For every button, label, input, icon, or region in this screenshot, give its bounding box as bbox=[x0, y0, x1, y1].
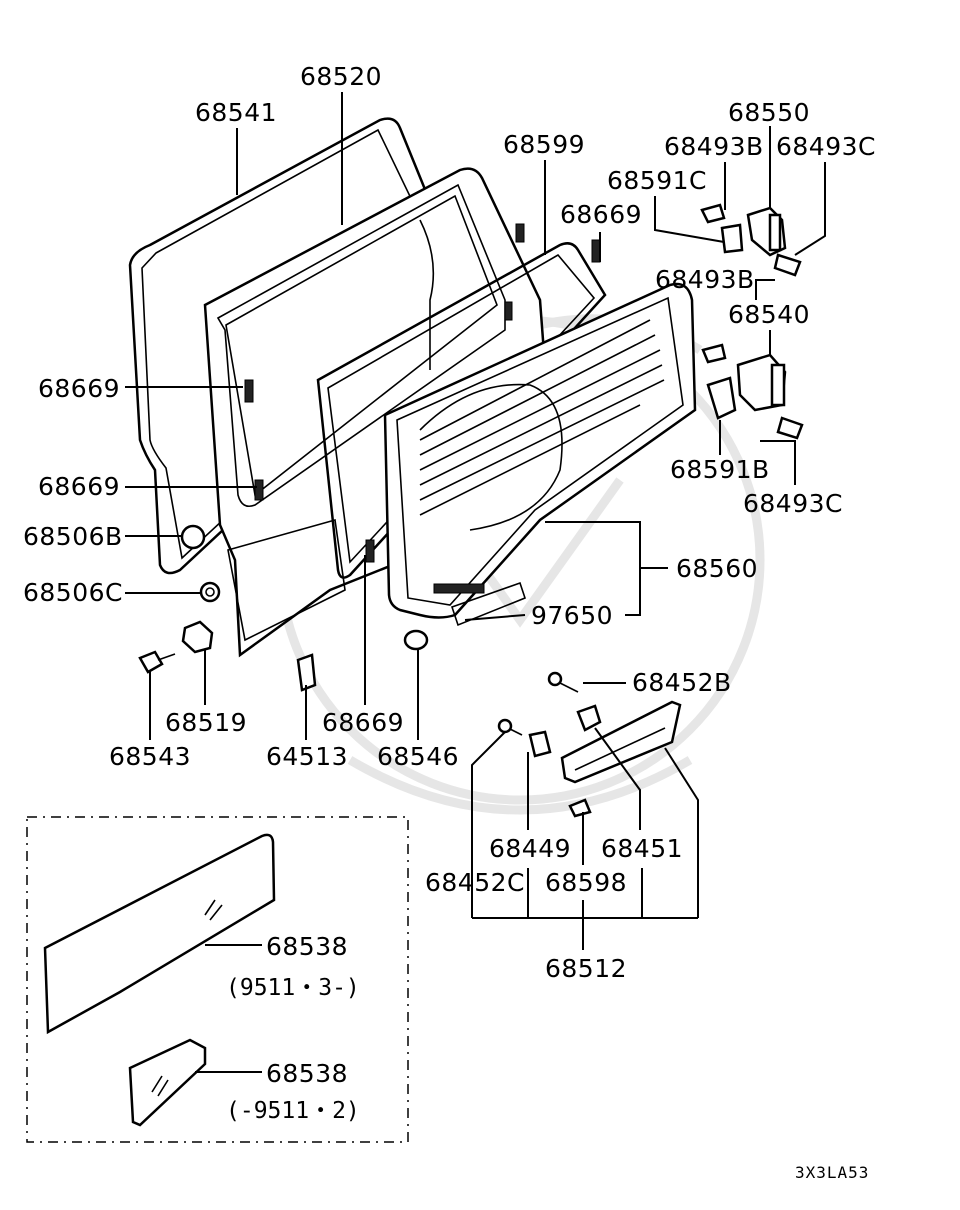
hinge-68550 bbox=[700, 203, 802, 277]
label-68538-a: 68538 bbox=[266, 932, 348, 961]
label-68550: 68550 bbox=[728, 98, 810, 127]
rear-glass-68560 bbox=[383, 282, 697, 619]
clip-68449 bbox=[528, 730, 552, 758]
label-68506C: 68506C bbox=[23, 578, 123, 607]
garnish-68512 bbox=[560, 700, 682, 784]
label-68451: 68451 bbox=[601, 834, 683, 863]
label-68538-a-note: (9511・3-) bbox=[226, 975, 360, 1001]
screw-68452C bbox=[497, 718, 523, 736]
panel-68538-small bbox=[128, 1038, 207, 1127]
label-68519: 68519 bbox=[165, 708, 247, 737]
striker-64513 bbox=[296, 653, 317, 692]
label-68493C-top: 68493C bbox=[776, 132, 876, 161]
label-68591B: 68591B bbox=[670, 455, 770, 484]
callout-labels: 68541 68520 68599 68550 68493B 68493C 68… bbox=[23, 62, 876, 1182]
grommet-68451 bbox=[576, 704, 602, 732]
label-97650: 97650 bbox=[531, 601, 613, 630]
label-68493C-bot: 68493C bbox=[743, 489, 843, 518]
bolt-68543 bbox=[138, 650, 176, 674]
label-68512: 68512 bbox=[545, 954, 627, 983]
label-68560: 68560 bbox=[676, 554, 758, 583]
label-68493B-top: 68493B bbox=[664, 132, 764, 161]
label-68538-b: 68538 bbox=[266, 1059, 348, 1088]
label-68669-left1: 68669 bbox=[38, 374, 120, 403]
hinge-68540 bbox=[701, 343, 804, 440]
panel-68538-large bbox=[43, 833, 276, 1035]
bumper-68506C bbox=[199, 581, 221, 603]
screw-68452B bbox=[547, 671, 579, 693]
label-68538-b-note: (-9511・2) bbox=[226, 1098, 360, 1124]
label-64513: 64513 bbox=[266, 742, 348, 771]
label-68541: 68541 bbox=[195, 98, 277, 127]
defroster-lines bbox=[419, 319, 665, 516]
label-68452C: 68452C bbox=[425, 868, 525, 897]
label-68452B: 68452B bbox=[632, 668, 732, 697]
clip-68598 bbox=[568, 798, 592, 818]
label-68543: 68543 bbox=[109, 742, 191, 771]
stopper-68546 bbox=[403, 629, 429, 651]
label-68669-top: 68669 bbox=[560, 200, 642, 229]
label-68449: 68449 bbox=[489, 834, 571, 863]
weatherstrip-68541 bbox=[128, 117, 472, 575]
bumper-68506B bbox=[180, 524, 206, 550]
label-68599: 68599 bbox=[503, 130, 585, 159]
inset-box bbox=[26, 816, 409, 1143]
label-68540: 68540 bbox=[728, 300, 810, 329]
label-68669-bot: 68669 bbox=[322, 708, 404, 737]
nut-68519 bbox=[181, 620, 214, 654]
label-68591C: 68591C bbox=[607, 166, 707, 195]
leader-lines bbox=[125, 92, 826, 1073]
label-68493B-mid: 68493B bbox=[655, 265, 755, 294]
label-68546: 68546 bbox=[377, 742, 459, 771]
diagram-code: 3X3LA53 bbox=[795, 1163, 869, 1182]
label-68520: 68520 bbox=[300, 62, 382, 91]
label-68598: 68598 bbox=[545, 868, 627, 897]
label-68506B: 68506B bbox=[23, 522, 123, 551]
glass-seal-68599 bbox=[316, 242, 607, 579]
label-68669-left2: 68669 bbox=[38, 472, 120, 501]
